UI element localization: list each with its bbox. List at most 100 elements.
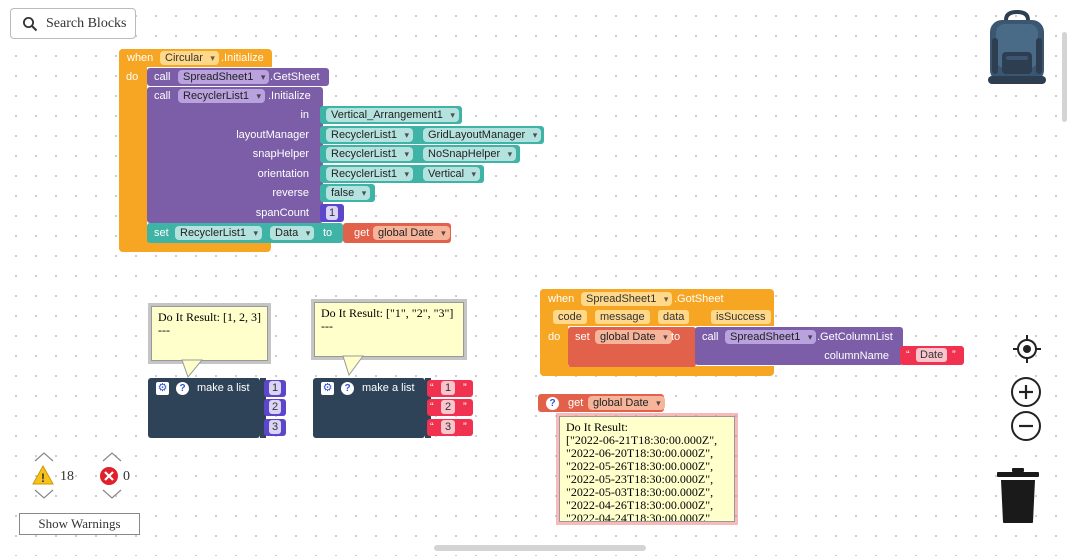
component-dropdown-recyclerlist1[interactable]: RecyclerList1 (326, 128, 414, 142)
error-up-arrow-icon[interactable] (102, 452, 122, 462)
orientation-value-block[interactable]: RecyclerList1 Vertical (320, 165, 484, 183)
snaphelper-value-block[interactable]: RecyclerList1 NoSnapHelper (320, 145, 520, 163)
tooltip-get-result: Do It Result: ["2022-06-21T18:30:00.000Z… (559, 416, 735, 522)
component-dropdown-recyclerlist1[interactable]: RecyclerList1 (326, 147, 414, 161)
show-warnings-button[interactable]: Show Warnings (19, 513, 140, 535)
recenter-target-icon[interactable] (1012, 334, 1042, 364)
variable-dropdown-global-date[interactable]: global Date (595, 330, 672, 344)
zoom-out-icon[interactable] (1010, 410, 1042, 442)
spancount-number-block[interactable]: 1 (320, 204, 344, 222)
boolean-dropdown[interactable]: false (326, 186, 371, 200)
vertical-scrollbar[interactable] (1062, 32, 1067, 122)
getcolumnlist-call-block[interactable]: call SpreadSheet1 .GetColumnList columnN… (695, 327, 903, 365)
set-global-date-block[interactable]: set global Date to (568, 327, 696, 367)
list-item-number[interactable]: 3 (269, 420, 282, 434)
when-keyword: when (127, 52, 154, 64)
vertical-arrangement-block[interactable]: Vertical_Arrangement1 (320, 106, 462, 124)
number-field[interactable]: 1 (326, 206, 339, 220)
trash-icon[interactable] (996, 468, 1040, 524)
component-dropdown-recyclerlist1[interactable]: RecyclerList1 (175, 226, 263, 240)
set-keyword: set (154, 227, 169, 239)
text-field[interactable]: Date (916, 348, 948, 362)
orientation-dropdown[interactable]: Vertical (423, 167, 481, 181)
param-in-label: in (300, 109, 309, 121)
param-code[interactable]: code (553, 310, 587, 324)
to-keyword: to (671, 331, 681, 343)
get-keyword: get (354, 227, 370, 239)
search-blocks-button[interactable]: Search Blocks (10, 8, 136, 39)
when-keyword: when (548, 293, 575, 305)
to-keyword: to (323, 227, 333, 239)
mutator-gear-icon[interactable]: ⚙ (321, 382, 334, 395)
mutator-gear-icon[interactable]: ⚙ (156, 382, 169, 395)
get-keyword: get (568, 397, 584, 409)
layoutmanager-value-block[interactable]: RecyclerList1 GridLayoutManager (320, 126, 544, 144)
tooltip-pointer (181, 359, 204, 379)
event-name: .GotSheet (674, 293, 724, 305)
component-dropdown-recyclerlist1[interactable]: RecyclerList1 (326, 167, 414, 181)
param-data[interactable]: data (658, 310, 690, 324)
recycler-initialize-call-block[interactable]: call RecyclerList1 .Initialize in layout… (147, 87, 323, 223)
do-keyword: do (126, 71, 139, 83)
get-global-date-block[interactable]: get global Date (343, 223, 451, 243)
component-dropdown-spreadsheet1[interactable]: SpreadSheet1 (581, 292, 673, 306)
set-recycler-data-block[interactable]: set RecyclerList1 Data to (147, 223, 343, 243)
method-name: .GetColumnList (817, 331, 893, 343)
getsheet-call-block[interactable]: call SpreadSheet1 .GetSheet (147, 68, 329, 86)
warning-up-arrow-icon[interactable] (34, 452, 54, 462)
variable-dropdown-global-date[interactable]: global Date (373, 226, 450, 240)
get-global-date-floating-block[interactable]: ? get global Date (538, 394, 665, 412)
param-snaphelper-label: snapHelper (252, 148, 309, 160)
make-a-list-label: make a list (362, 382, 415, 394)
component-dropdown-circular[interactable]: Circular (160, 51, 219, 65)
param-columnname-label: columnName (824, 350, 889, 362)
param-reverse-label: reverse (272, 187, 309, 199)
param-spancount-label: spanCount (255, 207, 309, 219)
event-name: .Initialize (221, 52, 264, 64)
horizontal-scrollbar[interactable] (434, 545, 646, 551)
variable-dropdown-global-date[interactable]: global Date (588, 396, 665, 410)
warning-count: 18 (60, 469, 74, 484)
list-item-number[interactable]: 2 (269, 400, 282, 414)
call-keyword: call (154, 90, 171, 102)
component-dropdown-spreadsheet1[interactable]: SpreadSheet1 (725, 330, 817, 344)
do-keyword: do (548, 331, 561, 343)
property-dropdown-data[interactable]: Data (270, 226, 315, 240)
set-keyword: set (575, 331, 590, 343)
error-count: 0 (123, 469, 130, 484)
search-icon (23, 17, 38, 32)
param-message[interactable]: message (595, 310, 650, 324)
help-icon[interactable]: ? (176, 382, 189, 395)
warning-down-arrow-icon[interactable] (34, 489, 54, 499)
param-layoutmanager-label: layoutManager (236, 129, 309, 141)
error-down-arrow-icon[interactable] (102, 489, 122, 499)
tooltip-pointer (342, 355, 364, 377)
param-issuccess[interactable]: isSuccess (711, 310, 771, 324)
call-keyword: call (702, 331, 719, 343)
call-keyword: call (154, 71, 171, 83)
backpack-icon[interactable] (984, 10, 1050, 86)
svg-text:!: ! (41, 471, 45, 485)
list-item-text[interactable]: 3 (441, 420, 456, 434)
reverse-boolean-block[interactable]: false (320, 184, 375, 202)
layoutmanager-dropdown[interactable]: GridLayoutManager (423, 128, 542, 142)
help-icon[interactable]: ? (341, 382, 354, 395)
param-orientation-label: orientation (257, 168, 309, 180)
tooltip-list-result-2: Do It Result: ["1", "2", "3"] --- (314, 302, 464, 357)
list-item-text[interactable]: 2 (441, 400, 456, 414)
help-icon[interactable]: ? (546, 397, 559, 410)
text-date-block[interactable]: “ Date ” (900, 346, 964, 365)
tooltip-list-result-1: Do It Result: [1, 2, 3] --- (151, 306, 268, 361)
snaphelper-dropdown[interactable]: NoSnapHelper (423, 147, 517, 161)
zoom-in-icon[interactable] (1010, 376, 1042, 408)
component-dropdown-recyclerlist1[interactable]: RecyclerList1 (178, 89, 266, 103)
component-dropdown-vertical-arrangement1[interactable]: Vertical_Arrangement1 (326, 108, 459, 122)
method-name: .GetSheet (270, 71, 320, 83)
make-a-list-label: make a list (197, 382, 250, 394)
component-dropdown-spreadsheet1[interactable]: SpreadSheet1 (178, 70, 270, 84)
make-a-list-block-2[interactable]: ⚙ ? make a list “ 1 ” “ 2 ” “ 3 ” (313, 378, 473, 438)
make-a-list-block-1[interactable]: ⚙ ? make a list 1 2 3 (148, 378, 288, 438)
warning-icon: ! (32, 465, 54, 485)
list-item-text[interactable]: 1 (441, 381, 456, 395)
list-item-number[interactable]: 1 (269, 381, 282, 395)
